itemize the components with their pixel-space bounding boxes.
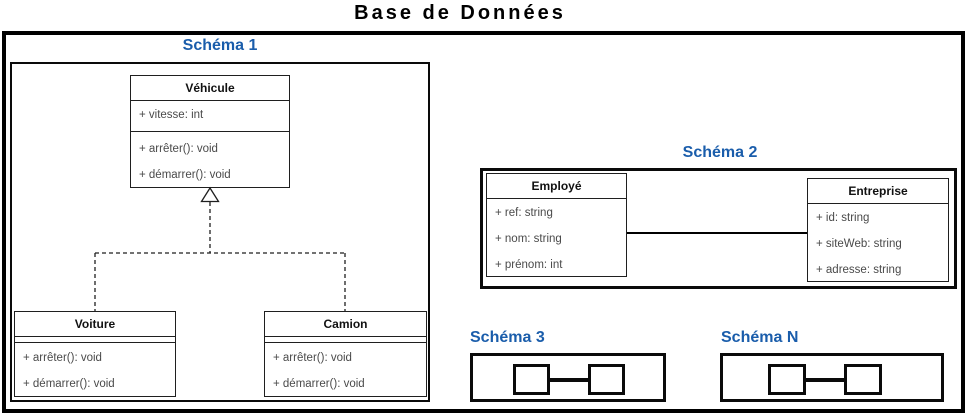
- attribute: + vitesse: int: [139, 109, 204, 121]
- schema3-connector-line: [548, 378, 590, 382]
- method: + arrêter(): void: [273, 352, 352, 364]
- attribute: + siteWeb: string: [816, 238, 902, 250]
- attribute: + prénom: int: [495, 259, 563, 271]
- schemaN-entity-box: [768, 364, 806, 395]
- schema1-label: Schéma 1: [182, 37, 258, 54]
- class-voiture: Voiture + arrêter(): void + démarrer(): …: [14, 311, 176, 397]
- schemaN-entity-box: [844, 364, 882, 395]
- attribute: + adresse: string: [816, 264, 902, 276]
- attribute: + nom: string: [495, 233, 562, 245]
- schema3-entity-box: [588, 364, 625, 395]
- class-vehicule-methods: + arrêter(): void + démarrer(): void: [131, 132, 289, 191]
- schemaN-label: Schéma N: [721, 329, 799, 346]
- class-camion-attributes-empty: [265, 337, 426, 343]
- database-boundary-box: [2, 31, 965, 413]
- class-vehicule: Véhicule + vitesse: int + arrêter(): voi…: [130, 75, 290, 188]
- schemaN-connector-line: [804, 378, 846, 382]
- schemaN-container: [720, 353, 944, 402]
- class-entreprise-name: Entreprise: [808, 179, 948, 204]
- association-line: [626, 232, 808, 234]
- class-employe-attributes: + ref: string + nom: string + prénom: in…: [487, 199, 626, 276]
- schema3-label: Schéma 3: [470, 329, 545, 346]
- attribute: + id: string: [816, 212, 870, 224]
- class-voiture-methods: + arrêter(): void + démarrer(): void: [15, 343, 175, 397]
- attribute: + ref: string: [495, 207, 553, 219]
- class-employe-name: Employé: [487, 174, 626, 199]
- method: + démarrer(): void: [23, 378, 115, 390]
- class-entreprise: Entreprise + id: string + siteWeb: strin…: [807, 178, 949, 282]
- schema3-container: [470, 353, 666, 402]
- class-voiture-name: Voiture: [15, 312, 175, 337]
- method: + arrêter(): void: [139, 143, 218, 155]
- method: + démarrer(): void: [139, 169, 231, 181]
- schema2-label: Schéma 2: [682, 144, 758, 161]
- class-employe: Employé + ref: string + nom: string + pr…: [486, 173, 627, 277]
- class-entreprise-attributes: + id: string + siteWeb: string + adresse…: [808, 204, 948, 281]
- method: + arrêter(): void: [23, 352, 102, 364]
- page-title: Base de Données: [354, 2, 566, 24]
- schema3-entity-box: [513, 364, 550, 395]
- class-vehicule-attributes: + vitesse: int: [131, 101, 289, 132]
- class-camion-methods: + arrêter(): void + démarrer(): void: [265, 343, 426, 397]
- class-camion-name: Camion: [265, 312, 426, 337]
- class-voiture-attributes-empty: [15, 337, 175, 343]
- class-vehicule-name: Véhicule: [131, 76, 289, 101]
- class-camion: Camion + arrêter(): void + démarrer(): v…: [264, 311, 427, 397]
- method: + démarrer(): void: [273, 378, 365, 390]
